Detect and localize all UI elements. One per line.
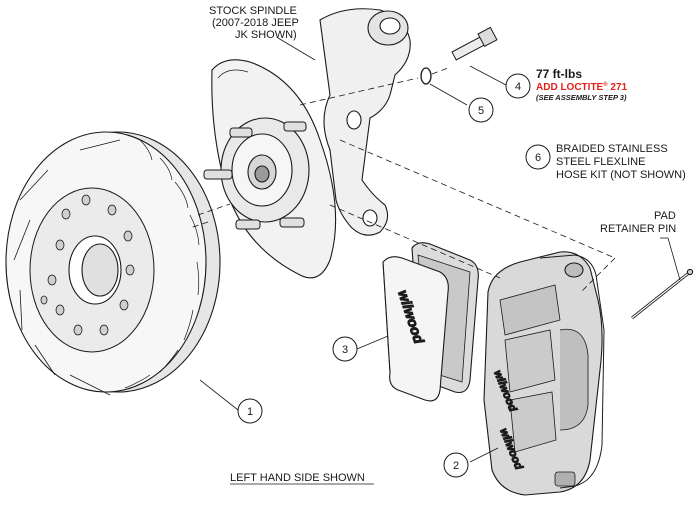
spindle-label: STOCK SPINDLE (2007-2018 JEEP JK SHOWN) [209,5,299,41]
callout-2: 2 [443,452,469,478]
svg-text:4: 4 [515,81,521,93]
brake-caliper: wilwood wilwood [483,251,605,496]
svg-text:STOCK SPINDLE: STOCK SPINDLE [209,5,297,17]
callout-bubbles: 1 2 3 4 5 6 [237,73,551,478]
rotor-bolt-holes [40,194,135,336]
callout-1: 1 [237,398,263,424]
assembly-step-note: (SEE ASSEMBLY STEP 3) [536,93,627,102]
pad-retainer-pin [631,268,694,320]
bolt-washer [420,67,432,85]
torque-spec: 77 ft-lbs ADD LOCTITE® 271 (SEE ASSEMBLY… [536,67,628,102]
callout-5: 5 [468,97,494,123]
callout-4: 4 [505,73,531,99]
svg-text:(2007-2018 JEEP: (2007-2018 JEEP [212,17,299,29]
callout-3: 3 [332,336,358,362]
svg-text:RETAINER PIN: RETAINER PIN [600,223,676,235]
svg-text:JK SHOWN): JK SHOWN) [235,29,297,41]
svg-text:STEEL FLEXLINE: STEEL FLEXLINE [556,156,645,168]
leader-lines [199,37,681,463]
wheel-studs [203,121,307,230]
stock-spindle [203,8,411,279]
side-note: LEFT HAND SIDE SHOWN [230,472,365,484]
callout-6: 6 [525,144,551,170]
assembly-centerlines [189,67,616,294]
svg-text:PAD: PAD [654,210,676,222]
loctite-note: ADD LOCTITE® 271 [536,81,628,93]
rotor-face-slots [13,139,121,396]
hose-kit-label: BRAIDED STAINLESS STEEL FLEXLINE HOSE KI… [556,143,686,181]
svg-text:1: 1 [247,406,253,418]
svg-text:6: 6 [535,152,541,164]
svg-text:5: 5 [478,105,484,117]
svg-text:2: 2 [453,460,459,472]
rotor-vent-edge [124,139,200,389]
retainer-pin-label: PAD RETAINER PIN [600,210,676,235]
svg-text:BRAIDED STAINLESS: BRAIDED STAINLESS [556,143,668,155]
rotor [5,131,221,396]
brake-pads: wilwood [382,242,479,402]
caliper-bolt [451,26,498,61]
svg-text:HOSE KIT (NOT SHOWN): HOSE KIT (NOT SHOWN) [556,169,686,181]
svg-text:3: 3 [342,344,348,356]
torque-value: 77 ft-lbs [536,67,582,81]
